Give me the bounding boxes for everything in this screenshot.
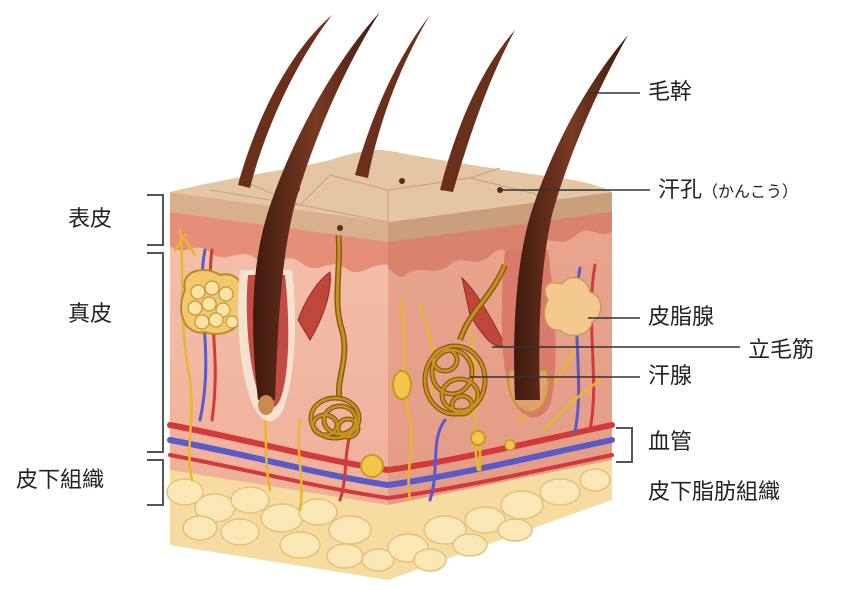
label-subcutaneous: 皮下組織 [16, 468, 105, 493]
papillary-dermis-right [388, 210, 612, 277]
brackets [147, 194, 633, 506]
bracket-dermis [147, 252, 164, 453]
nerve-endings [360, 370, 516, 478]
bracket-subcutaneous [147, 459, 164, 506]
label-blood-vessel: 血管 [648, 430, 693, 455]
sweat-gland-left [308, 227, 362, 441]
epidermis-right-edge [388, 192, 612, 242]
bracket-epidermis [147, 194, 164, 246]
hair-shaft-3 [355, 15, 430, 178]
sebaceous-gland-right [543, 276, 602, 337]
hair-shaft-4 [440, 30, 515, 192]
label-sebaceous-gland: 皮脂腺 [648, 305, 715, 330]
label-sweat-pore: 汗孔（かんこう） [658, 180, 798, 202]
arrector-pili-left [297, 271, 331, 341]
subcutaneous-fat [166, 460, 612, 580]
skin-block [147, 12, 740, 580]
label-sweat-pore-main: 汗孔 [658, 178, 703, 203]
label-sweat-pore-reading: （かんこう） [702, 182, 799, 201]
label-subcutaneous-fat: 皮下脂肪組織 [648, 480, 781, 505]
hair-shaft-5 [514, 35, 628, 400]
hair-shaft-1 [253, 12, 380, 400]
hair-shaft-2 [238, 15, 332, 188]
bracket-blood-vessel [616, 427, 633, 463]
hairs [238, 12, 628, 415]
label-sweat-gland: 汗腺 [648, 364, 693, 389]
label-arrector-pili: 立毛筋 [748, 338, 815, 363]
sweat-gland-right [422, 263, 508, 417]
blood-vessel-bands [167, 248, 615, 502]
label-dermis: 真皮 [68, 302, 113, 327]
leader-lines [470, 92, 740, 378]
label-epidermis: 表皮 [68, 207, 113, 232]
label-hair-shaft: 毛幹 [648, 80, 693, 105]
